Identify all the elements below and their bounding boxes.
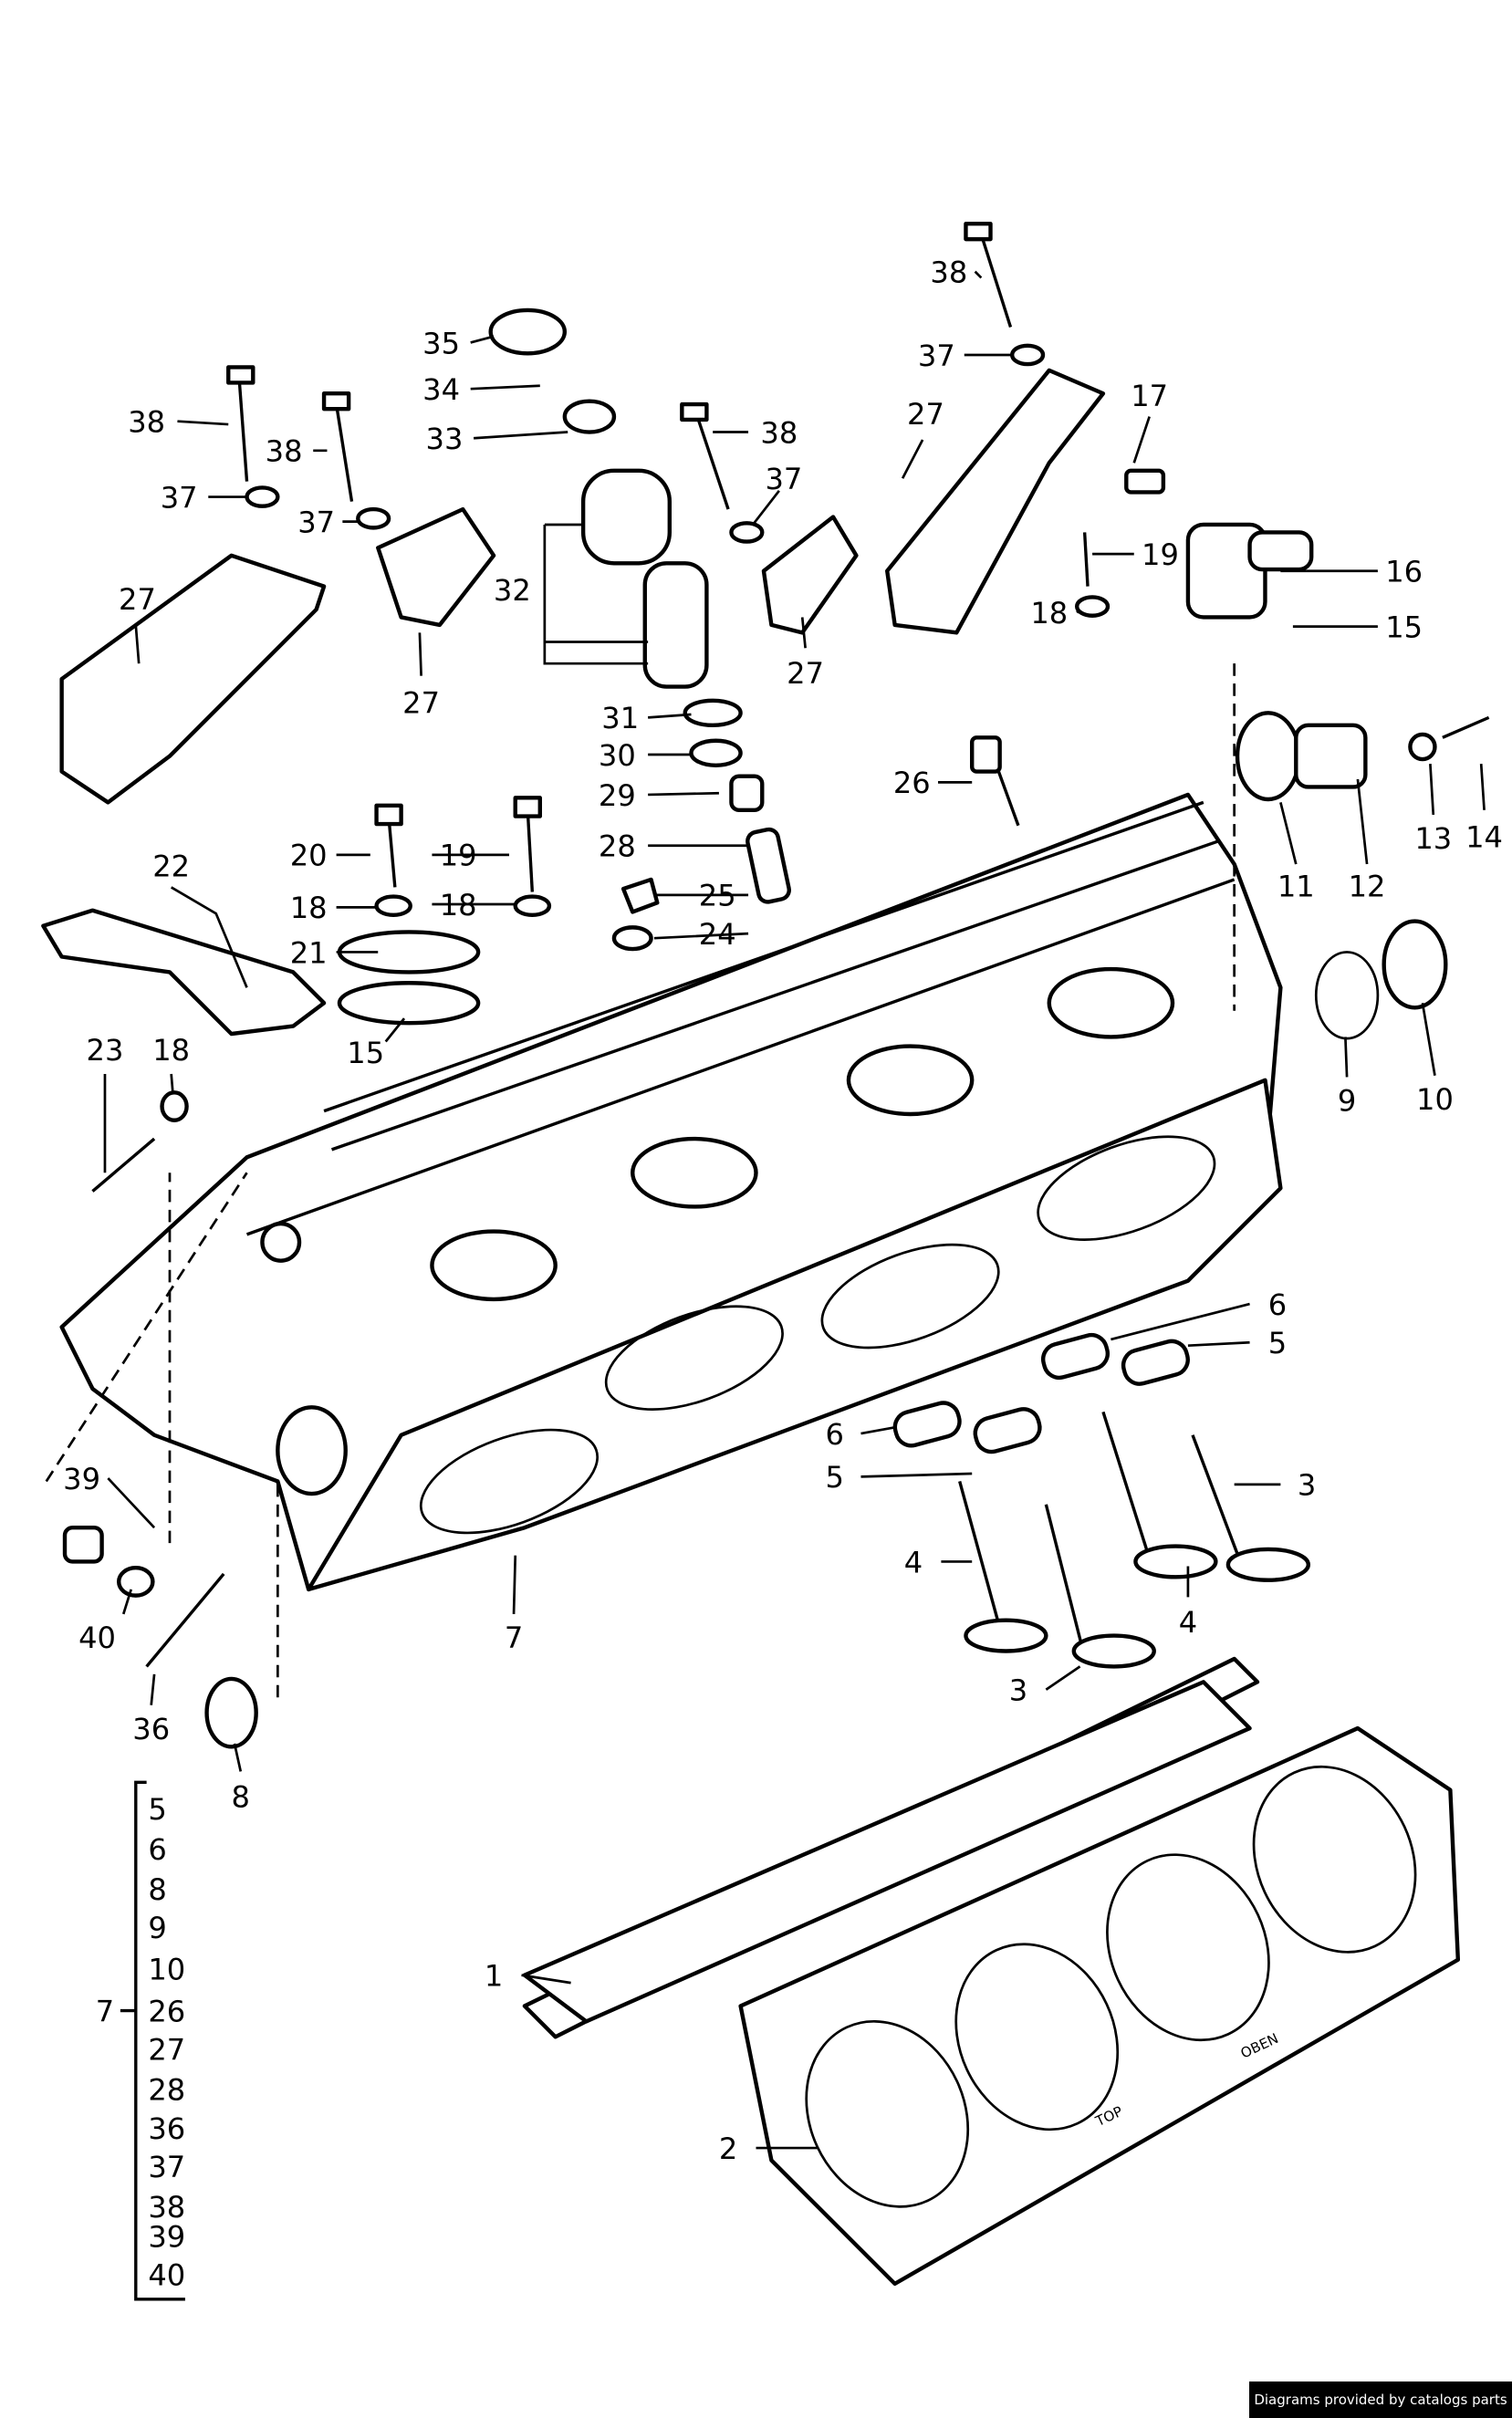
callout-label: 31 xyxy=(601,701,639,735)
callout-label: 7 xyxy=(505,1621,523,1655)
callout-label: 25 xyxy=(699,879,736,913)
kit-bracket xyxy=(120,1780,185,2301)
kit-item: 37 xyxy=(148,2150,185,2184)
callout-label: 27 xyxy=(119,582,156,617)
callout-label: 39 xyxy=(63,1462,100,1496)
callout-label: 15 xyxy=(347,1036,384,1070)
callout-label: 3 xyxy=(1298,1468,1316,1503)
callout-label: 27 xyxy=(787,656,824,691)
thermostat-cover xyxy=(41,796,552,1749)
callout-label: 18 xyxy=(440,888,477,922)
callout-label: 37 xyxy=(161,480,198,515)
callout-label: 4 xyxy=(904,1545,923,1579)
diagram-credit: Diagrams provided by catalogs parts xyxy=(1249,2382,1512,2418)
callout-label: 24 xyxy=(699,917,736,952)
kit-item: 26 xyxy=(148,1994,185,2028)
callout-label: 38 xyxy=(128,405,165,440)
callout-label: 33 xyxy=(426,422,464,456)
kit-item: 27 xyxy=(148,2033,185,2068)
callout-label: 30 xyxy=(599,738,636,773)
callout-label: 12 xyxy=(1349,870,1386,904)
callout-label: 34 xyxy=(422,372,460,407)
head-gasket-upper xyxy=(522,1656,1260,2039)
callout-label: 6 xyxy=(826,1417,844,1452)
callout-label: 36 xyxy=(132,1712,170,1746)
callout-label: 3 xyxy=(1009,1673,1027,1708)
kit-item: 9 xyxy=(148,1911,166,1945)
callout-label: 17 xyxy=(1131,379,1168,413)
kit-item: 10 xyxy=(148,1953,185,1987)
callout-label: 14 xyxy=(1465,819,1503,854)
callout-label: 37 xyxy=(297,505,335,539)
callout-label: 27 xyxy=(402,685,440,720)
callout-label: 18 xyxy=(1030,596,1068,631)
kit-label: 7 xyxy=(96,1994,114,2028)
callout-label: 40 xyxy=(78,1621,116,1655)
coolant-fittings xyxy=(970,468,1490,1040)
callout-label: 6 xyxy=(1268,1287,1287,1322)
kit-item: 8 xyxy=(148,1872,166,1907)
callout-label: 37 xyxy=(918,339,955,373)
cylinder-head xyxy=(59,792,1283,1592)
callout-label: 2 xyxy=(719,2131,737,2166)
callout-label: 19 xyxy=(1142,537,1179,572)
kit-item: 5 xyxy=(148,1792,166,1827)
callout-label: 11 xyxy=(1277,870,1315,904)
callout-label: 13 xyxy=(1414,821,1452,856)
head-gasket-lower: TOP OBEN xyxy=(738,1725,1461,2287)
callout-label: 27 xyxy=(907,397,944,432)
callout-label: 38 xyxy=(266,434,303,469)
camshaft-bearing-caps xyxy=(59,222,1106,805)
kit-item: 6 xyxy=(148,1832,166,1867)
callout-label: 4 xyxy=(1179,1605,1197,1640)
callout-label: 19 xyxy=(440,839,477,873)
callout-label: 15 xyxy=(1385,610,1423,644)
callout-label: 23 xyxy=(87,1033,124,1068)
kit-item: 40 xyxy=(148,2258,185,2293)
callout-label: 35 xyxy=(422,326,460,360)
callout-label: 21 xyxy=(290,935,328,970)
callout-label: 38 xyxy=(930,255,967,289)
kit-item: 39 xyxy=(148,2219,185,2254)
callout-label: 5 xyxy=(826,1460,844,1495)
callout-label: 8 xyxy=(232,1779,250,1814)
callout-label: 29 xyxy=(599,778,636,813)
callout-label: 28 xyxy=(599,829,636,864)
callout-label: 37 xyxy=(766,462,803,496)
leader-lines xyxy=(45,270,1486,2150)
callout-label: 32 xyxy=(494,573,531,608)
callout-label: 20 xyxy=(290,839,328,873)
callout-label: 1 xyxy=(485,1958,503,1993)
kit-item: 38 xyxy=(148,2190,185,2225)
valve-spring-stack xyxy=(488,307,791,952)
callout-label: 5 xyxy=(1268,1326,1287,1360)
kit-item: 36 xyxy=(148,2111,185,2146)
callout-label: 38 xyxy=(760,415,798,450)
kit-item: 28 xyxy=(148,2073,185,2108)
callout-label: 10 xyxy=(1416,1082,1454,1117)
callout-label: 9 xyxy=(1338,1084,1356,1119)
callout-label: 26 xyxy=(893,766,931,800)
callout-label: 16 xyxy=(1385,555,1423,589)
callout-label: 22 xyxy=(152,849,190,884)
callout-label: 18 xyxy=(152,1033,190,1068)
valves xyxy=(892,1332,1311,1669)
callout-label: 18 xyxy=(290,891,328,925)
